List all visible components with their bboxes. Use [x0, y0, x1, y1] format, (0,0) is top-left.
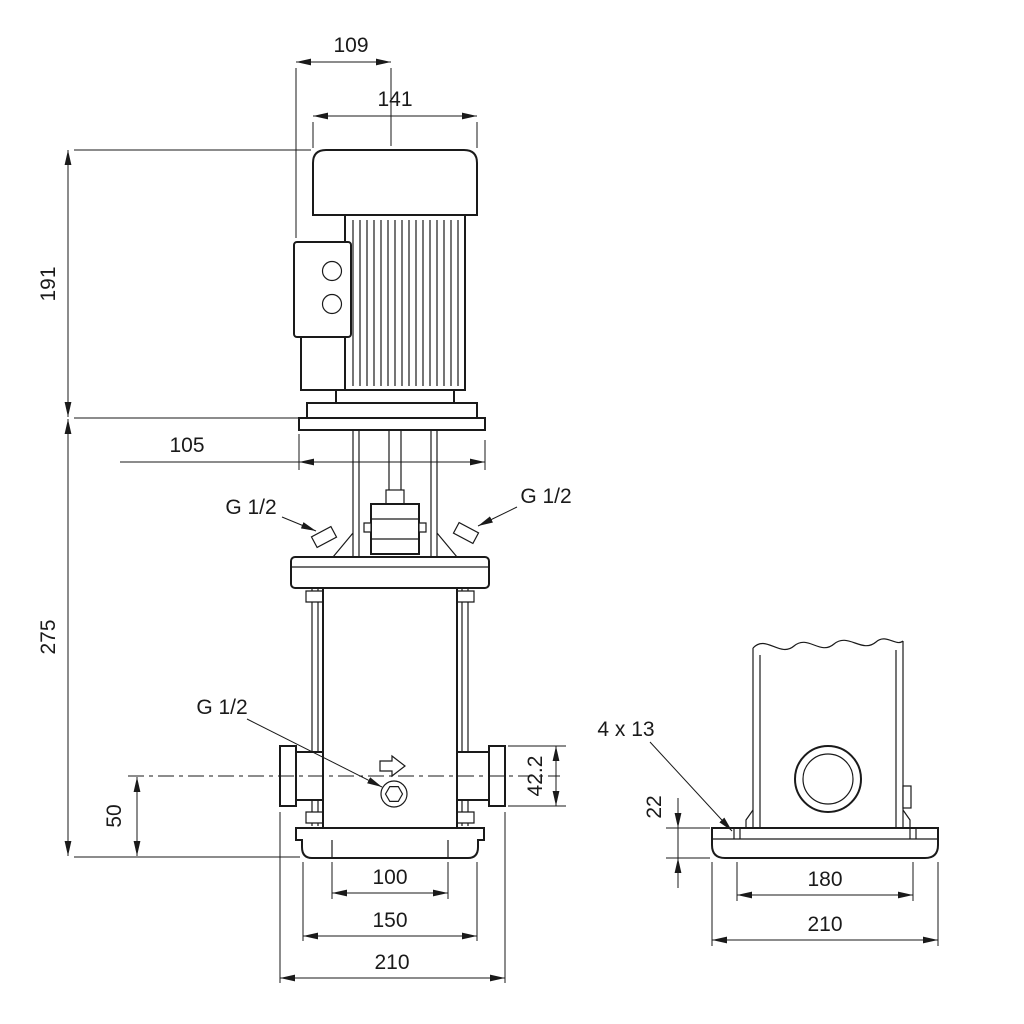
label-bolt-holes: 4 x 13: [597, 718, 733, 832]
motor: [293, 149, 478, 419]
extension-lines: [295, 68, 392, 238]
dim-22: 22: [643, 795, 710, 888]
leader-line: [246, 718, 383, 788]
base-front: [295, 827, 485, 859]
vent-left-label: G 1/2: [225, 496, 276, 519]
chamber-stack: [305, 587, 475, 829]
coupling-split-lines: [371, 518, 419, 540]
dim-210-side-label: 210: [807, 913, 842, 936]
sv-break-line: [752, 638, 904, 651]
terminal-box-gland-top: [321, 260, 343, 282]
dim-275: 275: [37, 419, 300, 858]
motor-stool-legs: [332, 430, 458, 558]
pump-shaft: [388, 430, 402, 490]
front-view: [128, 149, 560, 859]
sv-port-outer: [794, 745, 862, 813]
coupling: [370, 503, 420, 555]
sv-sleeve-walls: [752, 641, 904, 828]
sv-nameplate: [902, 785, 912, 809]
staybolts: [311, 588, 469, 826]
dim-105-label: 105: [169, 434, 204, 457]
dim-141-label: 141: [377, 88, 412, 111]
motor-stool-plate: [298, 417, 486, 431]
dim-109-label: 109: [333, 34, 368, 57]
dim-141: 141: [312, 88, 478, 148]
dim-100-label: 100: [372, 866, 407, 889]
dim-109: 109: [295, 34, 392, 238]
motor-flange: [306, 402, 478, 419]
coupling-side-screws: [363, 522, 427, 533]
dim-22-label: 22: [643, 795, 666, 818]
dim-191: 191: [37, 149, 311, 419]
extension-lines: [74, 149, 311, 419]
extension-lines: [711, 862, 939, 946]
label-vent-right: G 1/2: [477, 485, 572, 527]
dim-42-2-label: 42.2: [524, 756, 547, 797]
sv-bolt-holes: [733, 828, 917, 839]
bolt-holes-label: 4 x 13: [597, 718, 654, 741]
motor-neck: [335, 389, 455, 404]
leader-line: [649, 741, 733, 832]
drain-plug: [380, 780, 408, 808]
drain-plug-hex: [384, 785, 404, 803]
leader-line: [477, 506, 518, 527]
extension-lines: [279, 812, 506, 983]
pump-head: [290, 417, 490, 589]
coupling-top-bolt: [385, 489, 405, 505]
leader-line: [281, 516, 317, 532]
dim-150: 150: [302, 862, 478, 941]
sv-base-plate: [711, 827, 939, 859]
sv-sleeve-feet: [745, 809, 911, 828]
dim-180: 180: [736, 862, 914, 901]
dim-210-side: 210: [711, 862, 939, 946]
motor-fan-cover: [312, 149, 478, 216]
terminal-box-lower: [300, 336, 346, 391]
motor-fins: [352, 220, 459, 386]
extension-lines: [298, 434, 486, 470]
base-foot-lines: [331, 840, 449, 858]
side-view: [711, 638, 939, 859]
flow-direction-arrow-icon: [379, 754, 406, 778]
extension-lines: [666, 827, 710, 859]
dim-210-front: 210: [279, 812, 506, 983]
dim-150-label: 150: [372, 909, 407, 932]
terminal-box-gland-bottom: [321, 293, 343, 315]
dim-50-label: 50: [103, 804, 126, 827]
dim-191-label: 191: [37, 266, 60, 301]
motor-body: [344, 214, 466, 391]
terminal-box: [293, 241, 352, 338]
dim-275-label: 275: [37, 619, 60, 654]
base-plinth: [295, 827, 485, 859]
dim-50: 50: [103, 777, 141, 856]
dim-105: 105: [120, 434, 486, 470]
dim-180-label: 180: [807, 868, 842, 891]
vent-plug-left: [310, 525, 338, 549]
vent-right-label: G 1/2: [520, 485, 571, 508]
dim-210-front-label: 210: [374, 951, 409, 974]
pump-head-flange: [290, 556, 490, 589]
dim-100: 100: [331, 862, 449, 899]
drain-label: G 1/2: [196, 696, 247, 719]
sv-port-inner: [802, 753, 854, 805]
extension-lines: [302, 862, 478, 941]
label-vent-left: G 1/2: [225, 496, 317, 532]
dim-42-2: 42.2: [508, 745, 566, 807]
label-drain: G 1/2: [196, 696, 383, 788]
extension-lines: [312, 122, 478, 148]
vent-plug-right: [452, 521, 480, 545]
